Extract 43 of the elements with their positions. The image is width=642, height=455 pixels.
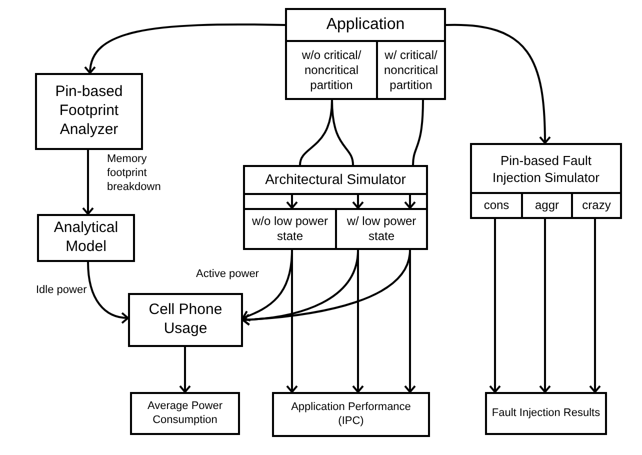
arrow xyxy=(404,250,416,393)
arrow xyxy=(84,24,286,74)
node-label: crazy xyxy=(582,198,611,213)
node-label: Application xyxy=(326,15,405,35)
process-box xyxy=(130,392,240,435)
process-box xyxy=(37,214,135,262)
arrow xyxy=(539,219,551,393)
connector-line xyxy=(412,100,424,166)
node-label: cons xyxy=(484,198,510,213)
process-box xyxy=(470,143,622,219)
process-box xyxy=(285,8,446,100)
node-label: Cell Phone Usage xyxy=(148,301,224,339)
arrow xyxy=(352,195,364,209)
node-label: Fault Injection Results xyxy=(492,406,600,420)
node-label: w/ low power state xyxy=(346,214,418,244)
process-box xyxy=(128,293,243,347)
arrow xyxy=(286,250,298,393)
arrow xyxy=(489,219,501,393)
node-label: Architectural Simulator xyxy=(265,171,406,189)
process-box xyxy=(35,73,143,150)
edge-label: Idle power xyxy=(36,284,87,298)
node-label: Analytical Model xyxy=(52,219,120,257)
node-label: Application Performance (IPC) xyxy=(290,400,412,428)
arrow xyxy=(87,262,129,324)
arrow xyxy=(446,24,551,144)
process-box xyxy=(485,392,607,435)
arrow xyxy=(352,250,364,393)
arrow xyxy=(82,150,94,215)
node-label: w/o low power state xyxy=(250,214,330,244)
node-label: aggr xyxy=(534,198,560,213)
node-label: Average Power Consumption xyxy=(146,400,224,428)
arrow xyxy=(589,219,601,393)
connector-line xyxy=(331,100,354,166)
edge-label: Active power xyxy=(196,268,259,282)
process-box xyxy=(272,392,430,437)
arrow xyxy=(286,195,298,209)
process-box xyxy=(243,165,428,250)
arrow xyxy=(404,195,416,209)
node-label: w/ critical/ noncritical partition xyxy=(382,48,440,92)
node-label: Pin-based Fault Injection Simulator xyxy=(492,153,600,186)
node-label: w/o critical/ noncritical partition xyxy=(300,48,362,92)
node-label: Pin-based Footprint Analyzer xyxy=(54,83,124,140)
arrow xyxy=(179,347,191,393)
